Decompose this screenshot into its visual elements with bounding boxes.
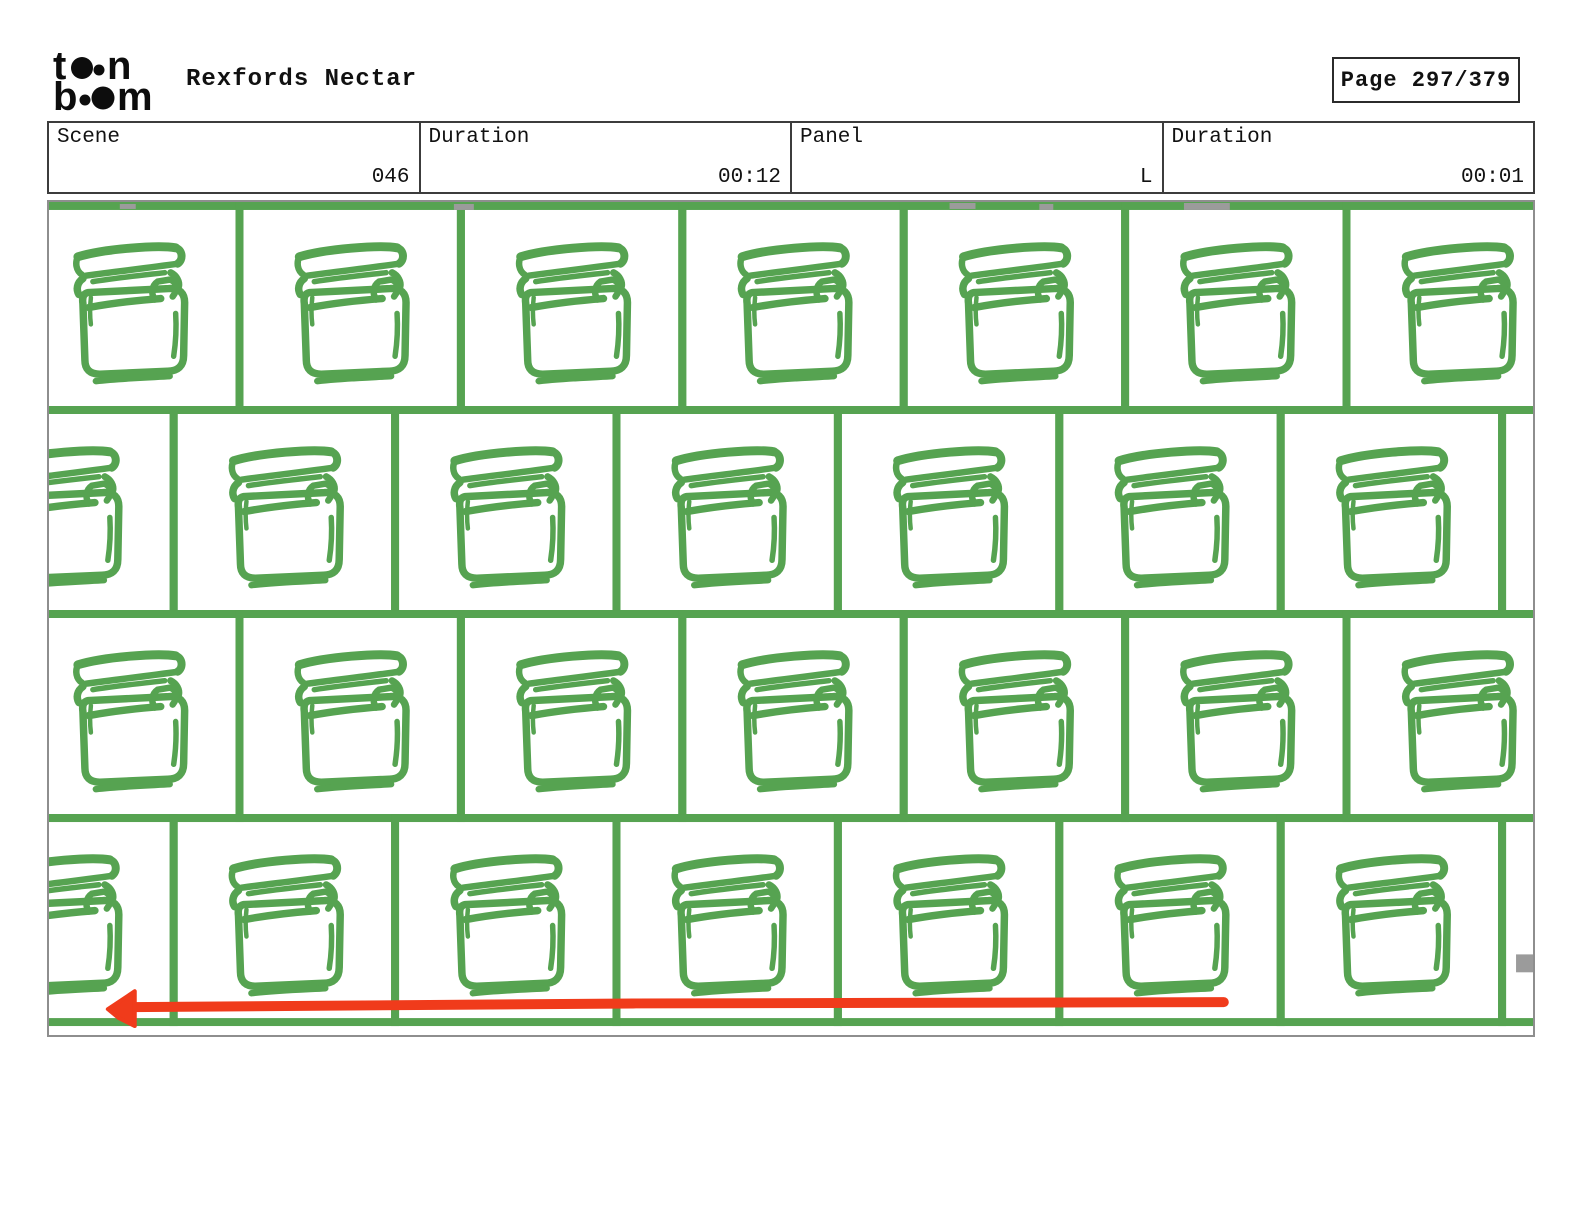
honey-jar-icon: [962, 655, 1070, 789]
jar-frame-box: [1498, 814, 1533, 1027]
jar-frame-box: [1498, 406, 1533, 619]
storyboard-panel: [47, 200, 1535, 1037]
honey-jar-icon: [896, 451, 1004, 585]
honey-jar-icon: [232, 859, 340, 993]
honey-jar-icon: [519, 247, 627, 381]
panel-duration-value: 00:01: [1460, 166, 1524, 189]
panel-label: Panel: [800, 126, 864, 149]
panel-duration-cell: Duration 00:01: [1161, 123, 1534, 192]
page-number-box: Page 297/379: [1332, 57, 1520, 103]
honey-jar-icon: [1405, 247, 1513, 381]
honey-jar-icon: [1183, 655, 1291, 789]
scene-duration-label: Duration: [428, 126, 530, 149]
honey-jar-icon: [298, 655, 406, 789]
honey-jar-icon: [1117, 451, 1225, 585]
honey-jar-icon: [1405, 655, 1513, 789]
honey-jar-icon: [896, 859, 1004, 993]
honey-jar-icon: [298, 247, 406, 381]
logo-letter-b: b: [53, 75, 77, 112]
honey-jar-icon: [49, 859, 119, 993]
panel-duration-label: Duration: [1171, 126, 1273, 149]
logo-dot-small: [79, 94, 91, 106]
honey-jar-icon: [1117, 859, 1225, 993]
panel-cell: Panel L: [790, 123, 1162, 192]
toonboom-logo: t n b m: [53, 48, 153, 112]
honey-jar-icon: [1339, 451, 1447, 585]
honey-jar-icon: [453, 451, 561, 585]
scene-duration-cell: Duration 00:12: [418, 123, 791, 192]
scan-artifact-marks: [119, 202, 1533, 973]
honey-jar-icon: [675, 451, 783, 585]
honey-jar-icon: [1183, 247, 1291, 381]
scene-cell: Scene 046: [49, 123, 419, 192]
honey-jar-icon: [76, 247, 184, 381]
honey-jar-icon: [962, 247, 1070, 381]
page-number-label: Page 297/379: [1340, 67, 1512, 93]
honey-jar-icon: [740, 247, 848, 381]
logo-dot-large: [91, 86, 115, 110]
logo-letter-m: m: [117, 75, 153, 112]
panel-info-row: Scene 046 Duration 00:12 Panel L Duratio…: [47, 121, 1535, 194]
storyboard-panel-art: [49, 202, 1533, 1029]
logo-dot-small: [93, 64, 105, 76]
honey-jar-icon: [232, 451, 340, 585]
camera-pan-left-arrow: [105, 989, 1229, 1029]
honey-jar-icon: [519, 655, 627, 789]
logo-letter-t: t: [53, 48, 66, 88]
honey-jar-icon: [76, 655, 184, 789]
honey-jar-icon: [1339, 859, 1447, 993]
jar-pattern-grid: [49, 202, 1533, 1027]
arrow-head-icon: [105, 989, 137, 1029]
honey-jar-icon: [675, 859, 783, 993]
project-title: Rexfords Nectar: [186, 66, 418, 93]
gray-handle-artifact: [1516, 954, 1533, 973]
scene-label: Scene: [57, 126, 121, 149]
honey-jar-icon: [453, 859, 561, 993]
logo-dot-large: [71, 57, 93, 79]
scene-duration-value: 00:12: [717, 166, 781, 189]
scene-value: 046: [371, 166, 410, 189]
panel-value: L: [1139, 166, 1153, 189]
honey-jar-icon: [49, 451, 119, 585]
honey-jar-icon: [740, 655, 848, 789]
logo-letter-n: n: [107, 48, 131, 88]
